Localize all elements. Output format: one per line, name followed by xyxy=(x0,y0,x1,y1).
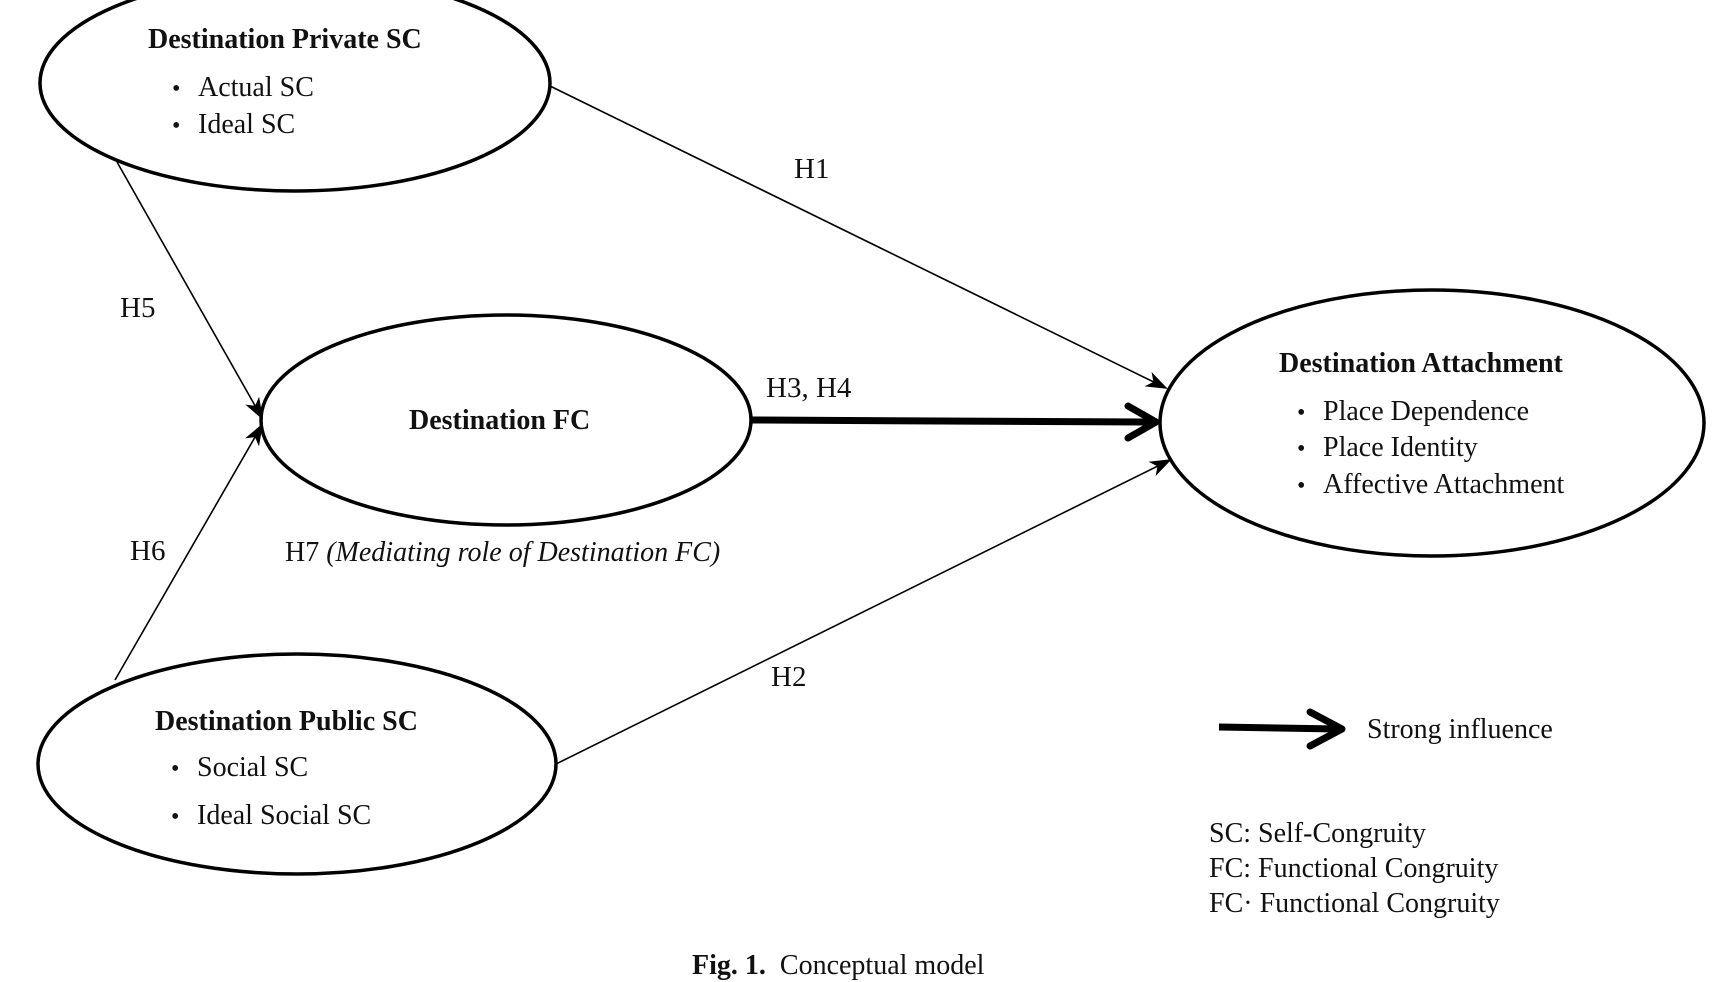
node-public-sc-item: Ideal Social SC xyxy=(171,800,371,832)
node-fc-ellipse xyxy=(259,313,753,527)
node-private-sc-item: Ideal SC xyxy=(172,109,295,141)
node-attachment-title: Destination Attachment xyxy=(1279,348,1563,379)
edge-h5 xyxy=(116,161,263,420)
figure-caption: Fig. 1. Conceptual model xyxy=(692,950,984,982)
node-attachment-item: Affective Attachment xyxy=(1297,469,1564,501)
node-attachment-item: Place Identity xyxy=(1297,432,1478,464)
node-private-sc-title: Destination Private SC xyxy=(148,24,422,55)
node-public-sc-item: Social SC xyxy=(171,752,308,784)
mediation-note: (Mediating role of Destination FC) xyxy=(326,537,721,568)
edge-h3-h4-strong xyxy=(751,416,1151,426)
node-private-sc-ellipse xyxy=(38,0,552,193)
legend-abbreviation: FC: Functional Congruity xyxy=(1209,853,1499,884)
legend-abbreviation: SC: Self-Congruity xyxy=(1209,818,1427,849)
edge-h2 xyxy=(555,459,1172,765)
edge-h6 xyxy=(114,423,263,681)
legend-abbreviation: FC· Functional Congruity xyxy=(1209,888,1500,919)
node-attachment-item: Place Dependence xyxy=(1297,396,1529,428)
mediation-label: H7 (Mediating role of Destination FC) xyxy=(285,537,720,569)
edge-label-h5: H5 xyxy=(120,292,156,324)
edge-label-h1: H1 xyxy=(794,153,830,185)
edge-label-h6: H6 xyxy=(130,535,166,567)
edge-label-h3-h4: H3, H4 xyxy=(766,372,852,404)
node-public-sc-title: Destination Public SC xyxy=(155,706,418,737)
mediation-hypothesis: H7 xyxy=(285,537,320,568)
node-private-sc-item: Actual SC xyxy=(172,72,314,104)
edge-label-h2: H2 xyxy=(771,661,807,693)
legend-strong-arrow-head xyxy=(1306,708,1346,750)
edge-h3-h4-arrowhead xyxy=(1124,402,1160,442)
legend-strong-arrow-line xyxy=(1218,723,1339,733)
legend-strong-influence-label: Strong influence xyxy=(1367,714,1553,745)
edge-h1 xyxy=(549,85,1168,389)
node-attachment-ellipse xyxy=(1158,288,1706,558)
node-fc-title: Destination FC xyxy=(409,405,591,436)
